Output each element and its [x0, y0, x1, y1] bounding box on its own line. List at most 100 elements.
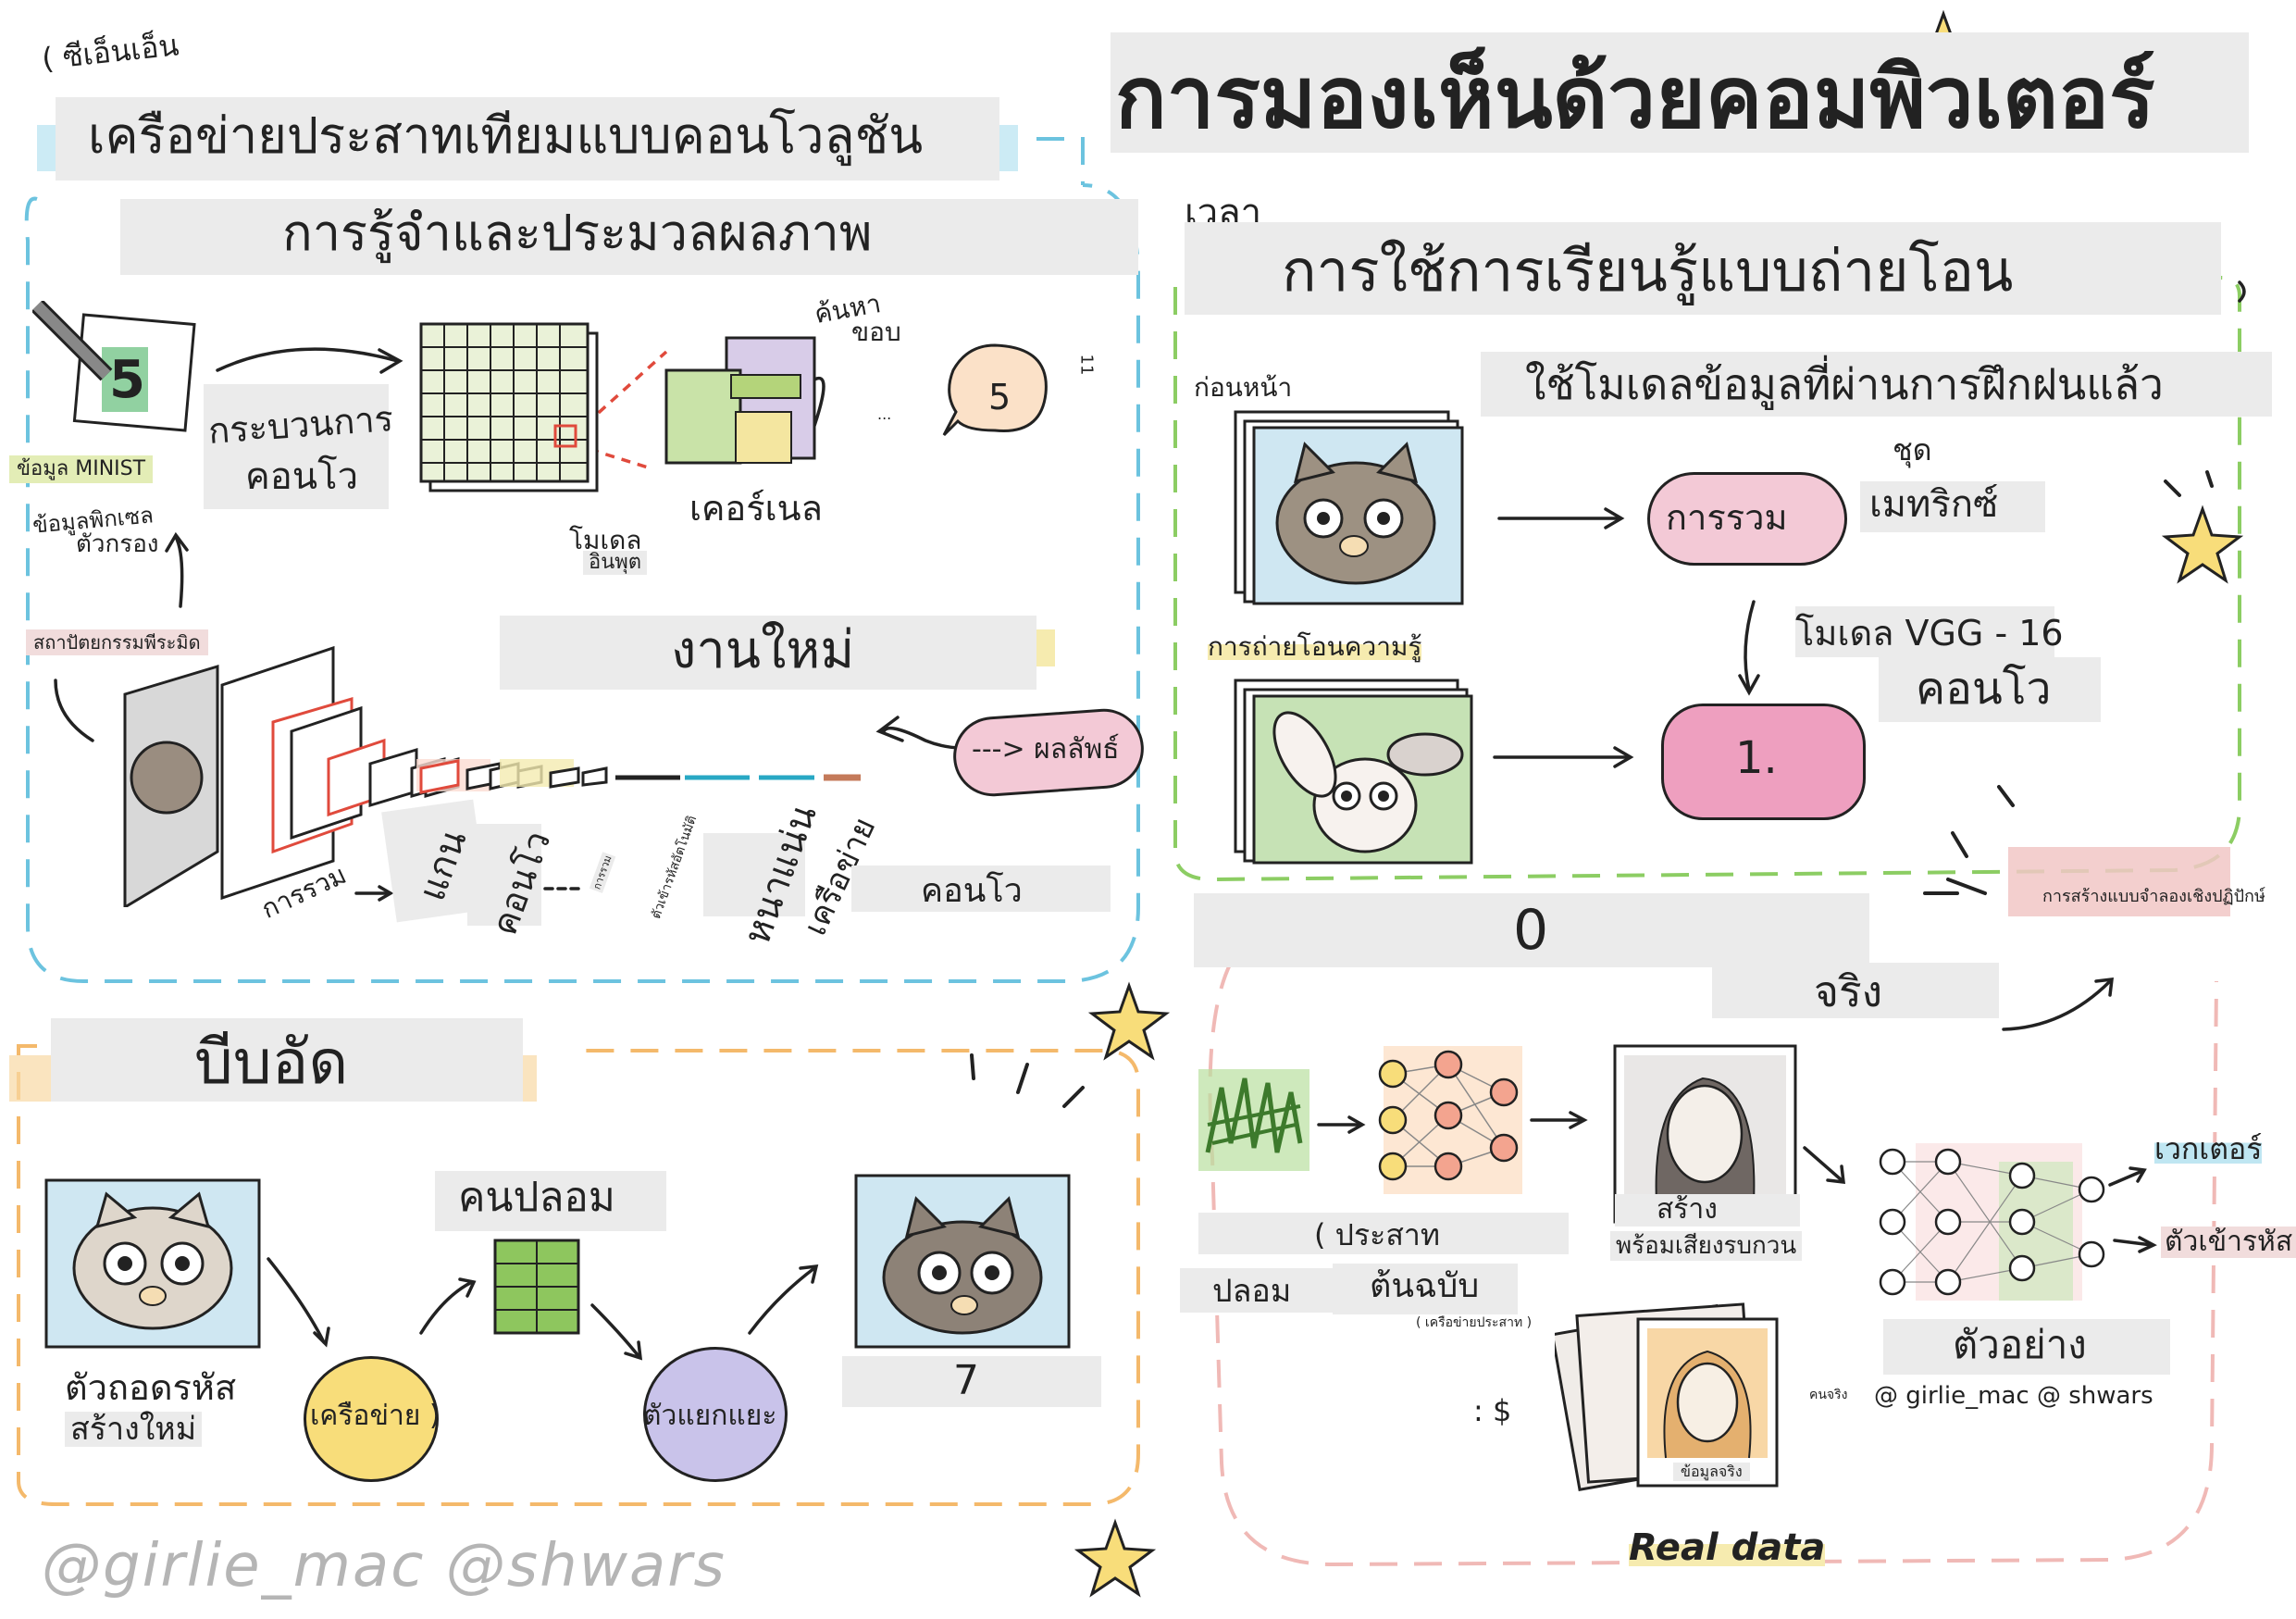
fake-person-box [435, 1171, 666, 1231]
original-box [1333, 1264, 1518, 1314]
cat-face-icon [44, 1178, 261, 1349]
architecture-label: สถาปัตยกรรมพีระมิด [26, 629, 208, 655]
transfer-title: การใช้การเรียนรู้แบบถ่ายโอน [1282, 237, 2014, 305]
neural-network-icon [1879, 1143, 2105, 1301]
compress-title-box [51, 1018, 523, 1102]
cnn-arrows [54, 347, 1020, 902]
neural-box [1198, 1213, 1569, 1254]
output-bubble [942, 343, 1048, 437]
before-label: ก่อนหน้า [1194, 372, 1293, 403]
real-data-en-label: Real data [1629, 1526, 1826, 1569]
output-number: 1. [1735, 732, 1778, 784]
output-number-pill [1661, 704, 1866, 820]
cat-face-icon [854, 1174, 1071, 1349]
edge-label: ขอบ [851, 317, 901, 347]
result-label: ---> ผลลัพธ์ [972, 733, 1120, 766]
transfer-arrows [1493, 280, 2246, 768]
signature: @girlie_mac @shwars [42, 1532, 726, 1600]
compress-frame [17, 1044, 1140, 1506]
convo-label-2: คอนโว [921, 872, 1023, 910]
discriminator-label: ตัวแยกแยะ [643, 1400, 777, 1432]
tick-label: 11 [1076, 354, 1097, 376]
real-box [1712, 963, 1999, 1018]
transfer-frame [1173, 276, 2241, 882]
input-label: อินพุต [583, 551, 648, 575]
vgg-label: โมเดล VGG - 16 [1795, 613, 2064, 654]
seven-label: 7 [953, 1357, 979, 1404]
seven-box [842, 1356, 1101, 1407]
create-box [1615, 1194, 1800, 1227]
latent-grid [493, 1239, 580, 1335]
kernel-label: เคอร์เนล [689, 488, 823, 529]
input-grid [419, 322, 599, 492]
metrics-box [1860, 481, 2045, 532]
gan-frame [1208, 962, 2218, 1567]
main-title-box [1111, 32, 2249, 153]
spark-lines [970, 470, 2214, 1108]
pretrained-box [1481, 352, 2272, 417]
bunny-face-icon [1234, 679, 1473, 865]
kernel-ellipsis: ... [877, 405, 892, 423]
pool-pill [1647, 472, 1847, 566]
output-digit: 5 [988, 377, 1011, 417]
metrics-label: เมทริกซ์ [1869, 483, 1999, 526]
neural-network-icon [1378, 1046, 1522, 1194]
cnn-frame [24, 183, 1140, 983]
pencil-icon [32, 301, 196, 432]
compress-arrows [267, 1257, 819, 1361]
encoder-label: ตัวเข้ารหัส [2161, 1227, 2296, 1258]
star-icon [1074, 1518, 1157, 1598]
filter-label: ตัวกรอง [76, 530, 159, 558]
zero-box [1194, 893, 1869, 967]
cnn-pyramid [123, 645, 861, 907]
neural-label: ( ประสาท [1314, 1217, 1440, 1252]
real-label: จริง [1814, 966, 1883, 1016]
main-title: การมองเห็นด้วยคอมพิวเตอร์ [1115, 48, 2155, 147]
discriminator-circle [643, 1347, 788, 1482]
real-data-th-label: ข้อมูลจริง [1673, 1463, 1750, 1481]
new-task-label: งานใหม่ [671, 620, 855, 680]
example-label: ตัวอย่าง [1953, 1322, 2087, 1367]
new-task-box [500, 616, 1036, 690]
process-box [204, 384, 389, 509]
fake-label: ปลอม [1212, 1273, 1292, 1310]
real-person-label: คนจริง [1809, 1388, 1848, 1402]
set-label: ชุด [1893, 432, 1932, 467]
neural-net-label: ( เครือข่ายประสาท ) [1416, 1315, 1533, 1330]
cnn-subtitle-box [120, 199, 1138, 275]
cnn-title: เครือข่ายประสาทเทียมแบบคอนโวลูชัน [88, 106, 924, 165]
vgg-box [1795, 606, 2054, 657]
star-icon [2161, 504, 2244, 584]
gen-model-label: การสร้างแบบจำลองเชิงปฏิปักษ์ [2042, 887, 2265, 906]
noise-scribble [1198, 1069, 1309, 1171]
dense-box [703, 833, 805, 916]
fake-person-label: คนปลอม [458, 1174, 615, 1221]
woman-portrait-icon [1613, 1044, 1797, 1224]
woman-portrait-icon [1555, 1302, 1779, 1491]
transfer-convo-label: คอนโว [1916, 663, 2052, 715]
pretrained-label: ใช้โมเดลข้อมูลที่ผ่านการฝึกฝนแล้ว [1525, 359, 2164, 409]
example-box [1883, 1319, 2170, 1375]
cat-face-icon [1234, 410, 1464, 605]
convo-label-box [851, 866, 1111, 912]
cnn-subtitle: การรู้จำและประมวลผลภาพ [282, 204, 873, 262]
rebuild-label: สร้างใหม่ [65, 1412, 203, 1447]
convo-box [467, 824, 541, 926]
pool-label: การรวม [1666, 497, 1788, 538]
dollar-label: : $ [1473, 1393, 1512, 1428]
noise-label: พร้อมเสียงรบกวน [1610, 1231, 1803, 1261]
zero-label: 0 [1513, 898, 1549, 963]
transfer-knowledge-label: การถ่ายโอนความรู้ [1208, 631, 1422, 662]
kernel-image [664, 336, 816, 465]
credit-label: @ girlie_mac @ shwars [1874, 1382, 2153, 1410]
compress-title: บีบอัด [194, 1027, 349, 1098]
star-icon [1087, 981, 1171, 1061]
original-label: ต้นฉบับ [1370, 1267, 1480, 1305]
process-label-2: คอนโว [245, 455, 359, 498]
create-label: สร้าง [1657, 1193, 1718, 1226]
transfer-convo-box [1879, 657, 2101, 722]
fake-box [1180, 1268, 1333, 1313]
network-label-2: เครือข่าย ) [310, 1400, 441, 1432]
gan-arrows [1317, 978, 2157, 1253]
mnist-digit: 5 [109, 350, 145, 410]
